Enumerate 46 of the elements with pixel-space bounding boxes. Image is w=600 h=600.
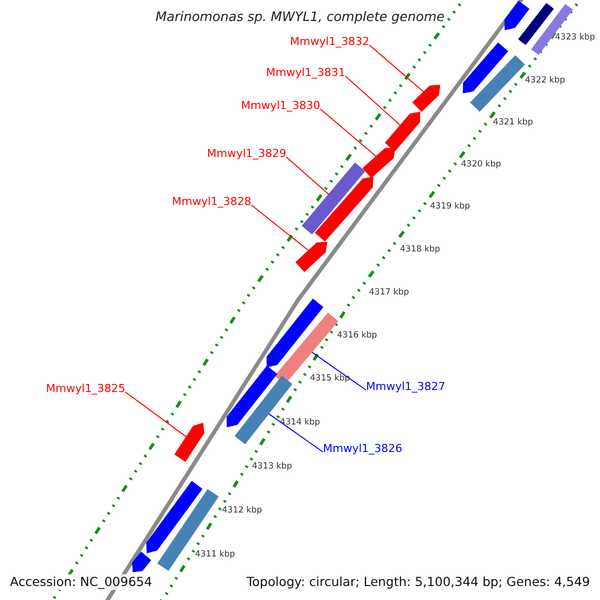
leader-line [250, 204, 309, 251]
gene-segment [504, 0, 530, 30]
gene-segment [226, 366, 278, 428]
gene-segment [412, 84, 440, 112]
leader-line [268, 413, 324, 452]
tick-label: 4315 kbp [310, 374, 350, 384]
gene-segment [470, 55, 525, 112]
gene-segment [384, 112, 420, 152]
tick-label: 4311 kbp [195, 550, 236, 560]
gene-label: Mmwyl1_3830 [241, 100, 320, 112]
gene-label: Mmwyl1_3825 [46, 382, 126, 396]
gene-segment [295, 242, 328, 272]
gene-label: Mmwyl1_3831 [266, 66, 346, 80]
gene-segment [157, 489, 219, 571]
gene-segment [462, 42, 508, 94]
gene-segment [266, 298, 324, 368]
gene-label: Mmwyl1_3828 [172, 196, 252, 208]
tick-label: 4314 kbp [280, 418, 320, 428]
tick-label: 4312 kbp [222, 506, 262, 516]
tick-label: 4323 kbp [555, 33, 596, 43]
footer-text: Topology: circular; Length: 5,100,344 bp; Genes: 4,549 [244, 574, 592, 590]
tick-label: 4317 kbp [369, 288, 410, 298]
leader-line [124, 392, 187, 438]
tick-label: 4313 kbp [252, 462, 292, 472]
leader-line [311, 352, 366, 390]
gene-label: Mmwyl1_3827 [366, 380, 446, 394]
tick-label: 4322 kbp [525, 76, 566, 86]
leader-line [368, 44, 424, 92]
gene-segment [174, 422, 204, 462]
title: Marinomonas sp. MWYL1, complete genome [154, 10, 446, 26]
gene-label: Mmwyl1_3826 [323, 442, 402, 456]
tick-label: 4321 kbp [493, 118, 534, 128]
leader-line [320, 108, 376, 157]
gene-segment [132, 552, 152, 572]
gene-label: Mmwyl1_3829 [207, 148, 286, 160]
tick-label: 4316 kbp [337, 331, 378, 341]
gene-segment [362, 148, 396, 178]
tick-label: 4319 kbp [430, 202, 470, 212]
tick-label: 4320 kbp [461, 160, 502, 170]
leader-line [286, 156, 330, 195]
gene-segment [302, 162, 366, 234]
gene-segment [314, 176, 374, 242]
gene-label: Mmwyl1_3832 [290, 36, 370, 48]
leader-line [344, 76, 401, 126]
tick-label: 4318 kbp [400, 245, 440, 255]
gene-segment [518, 2, 554, 46]
